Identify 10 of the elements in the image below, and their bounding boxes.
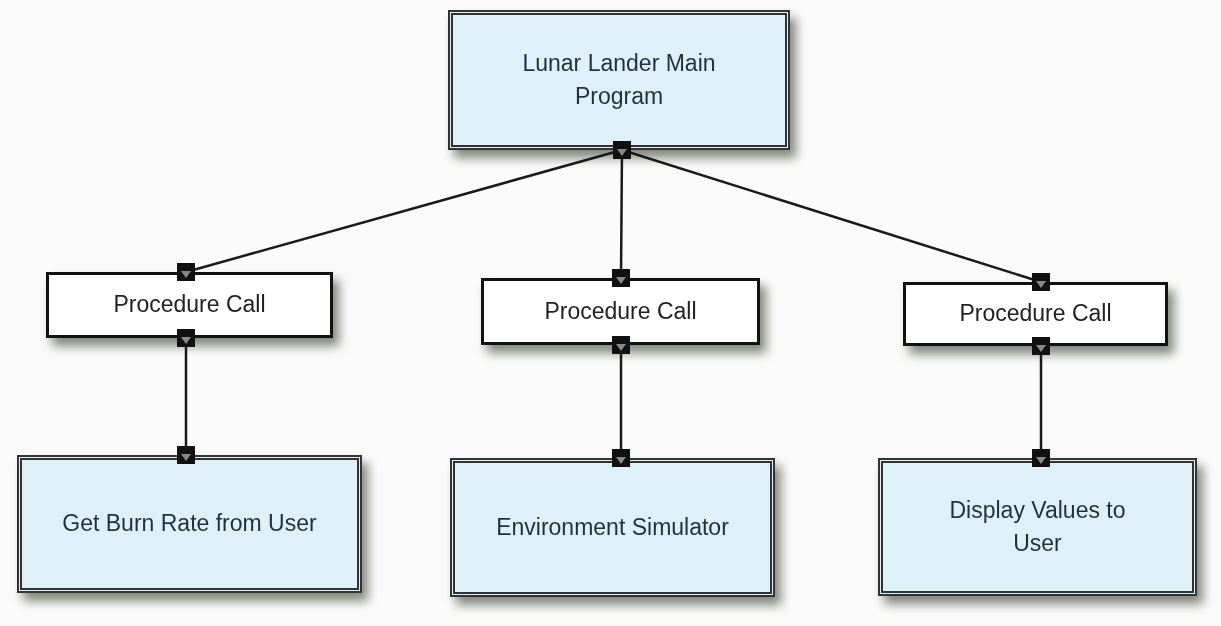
procedure-call-box: Procedure Call (903, 282, 1168, 346)
module-box: Get Burn Rate from User (17, 455, 362, 593)
procedure-call-box: Procedure Call (481, 278, 760, 345)
connector (177, 329, 195, 464)
module-box: Environment Simulator (450, 458, 775, 597)
connector (1032, 337, 1050, 467)
module-box: Lunar Lander Main Program (448, 10, 790, 150)
module-box: Display Values to User (878, 458, 1197, 596)
connector (612, 336, 630, 467)
procedure-call-box: Procedure Call (46, 272, 333, 338)
